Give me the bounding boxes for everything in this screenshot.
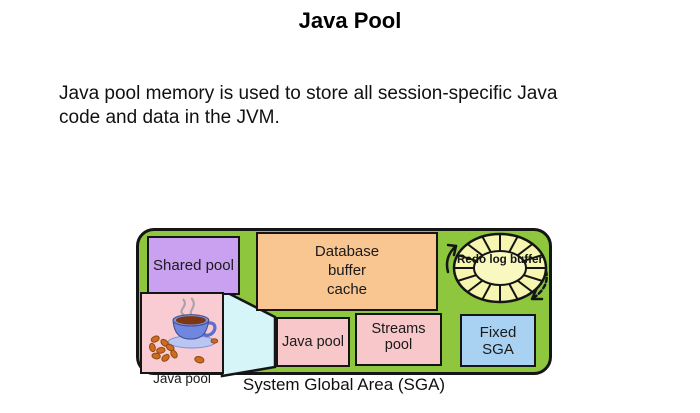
redo-log-buffer-label: Redo log buffer — [457, 252, 543, 266]
db-buffer-line-1: Database — [314, 243, 380, 261]
shared-pool-box: Shared pool — [147, 236, 240, 295]
coffee-beans — [148, 335, 219, 364]
redo-cycle-dashed-arrow-icon — [530, 269, 548, 301]
redo-cycle-arrow-icon — [445, 243, 458, 274]
gear-inner-disc — [473, 250, 527, 286]
java-pool-label: Java pool — [281, 334, 345, 350]
shared-pool-label: Shared pool — [153, 257, 234, 274]
java-pool-inset — [140, 292, 224, 374]
fixed-sga-label: Fixed SGA — [479, 323, 517, 358]
cup-handle — [201, 321, 217, 337]
steam-icon — [180, 297, 195, 318]
sga-caption: System Global Area (SGA) — [242, 375, 446, 394]
db-buffer-line-3: cache — [326, 280, 368, 298]
body-line-2: code and data in the JVM. — [59, 107, 280, 128]
coffee-cup-illustration — [148, 297, 219, 364]
coffee-surface — [175, 316, 206, 325]
db-buffer-cache-box: Database buffer cache — [256, 232, 438, 311]
db-buffer-line-2: buffer — [327, 262, 367, 280]
streams-pool-box: Streams pool — [355, 313, 442, 366]
fixed-sga-box: Fixed SGA — [460, 314, 536, 367]
streams-pool-label: Streams pool — [371, 321, 426, 353]
body-line-1: Java pool memory is used to store all se… — [59, 83, 558, 104]
slide-body: Java pool memory is used to store all se… — [59, 82, 669, 130]
page-title: Java Pool — [298, 8, 402, 33]
inset-java-pool-label: Java pool — [153, 371, 211, 386]
gear-spokes — [454, 234, 546, 302]
java-pool-box: Java pool — [276, 317, 350, 367]
redo-log-buffer-gear: Redo log buffer — [445, 232, 548, 304]
